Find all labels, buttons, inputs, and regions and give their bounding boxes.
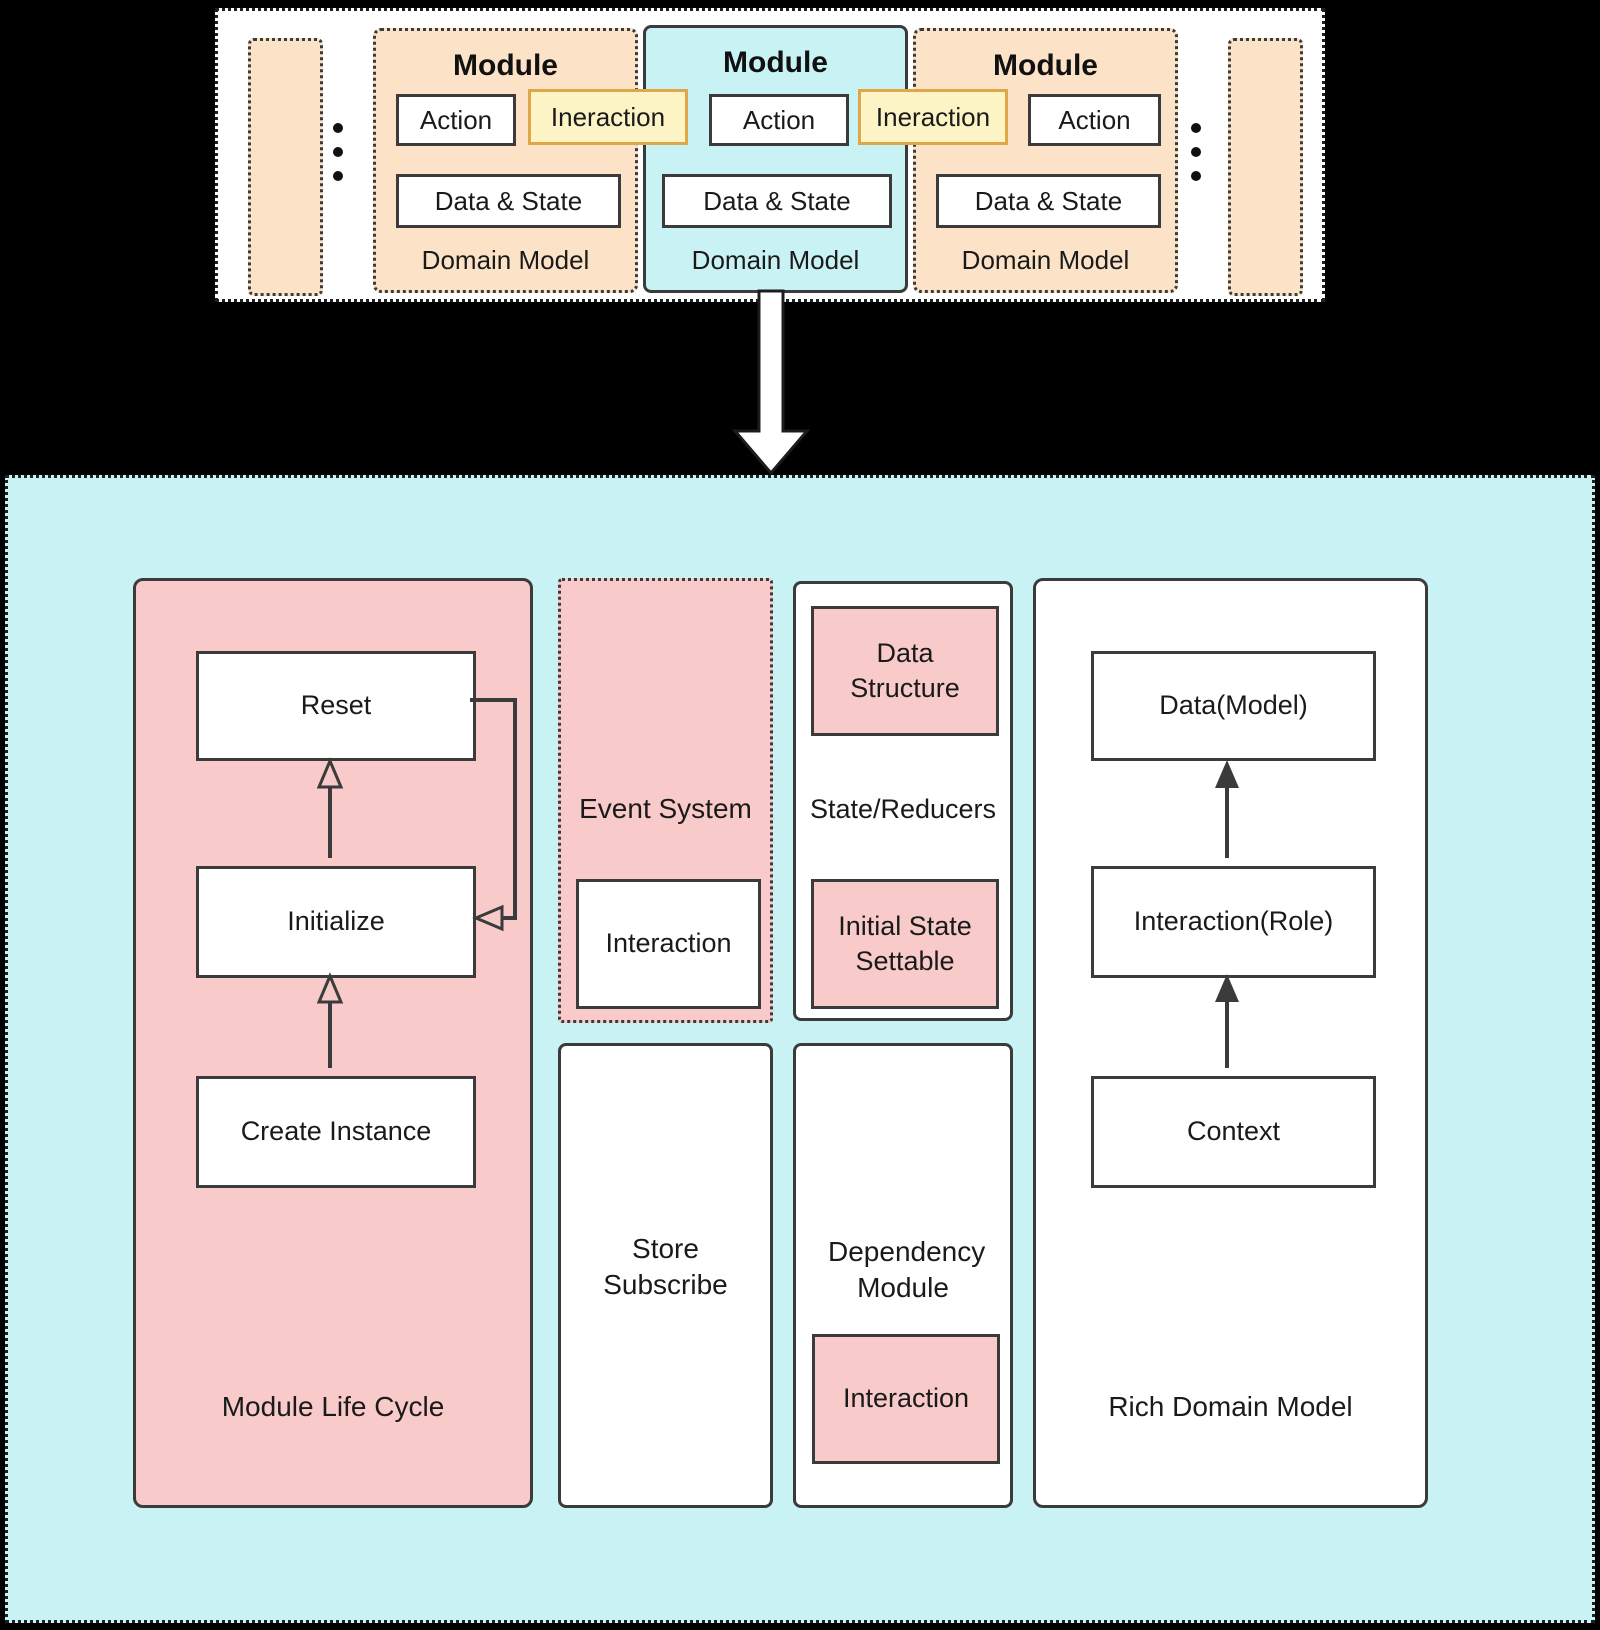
action-box: Action bbox=[396, 94, 516, 146]
modules-overview-panel: Module Action Data & State Domain Model … bbox=[215, 8, 1325, 302]
module-placeholder-left bbox=[248, 38, 323, 296]
action-box: Action bbox=[1028, 94, 1161, 146]
module-card-3: Module Action Data & State Domain Model bbox=[913, 28, 1178, 293]
dependency-interaction-node: Interaction bbox=[812, 1334, 1000, 1464]
data-structure-node: Data Structure bbox=[811, 606, 999, 736]
event-system-title: Event System bbox=[579, 793, 752, 824]
domain-model-label: Domain Model bbox=[421, 245, 590, 275]
action-box: Action bbox=[709, 94, 849, 146]
data-structure-label: Data Structure bbox=[850, 637, 960, 703]
module-title: Module bbox=[453, 49, 558, 82]
vertical-ellipsis-right-icon bbox=[1191, 123, 1201, 181]
dependency-module-label: Dependency Module bbox=[828, 1236, 986, 1304]
interaction-role-node: Interaction(Role) bbox=[1091, 866, 1376, 978]
state-reducers-title: State/Reducers bbox=[809, 794, 997, 824]
initial-state-node: Initial State Settable bbox=[811, 879, 999, 1009]
create-instance-node: Create Instance bbox=[196, 1076, 476, 1188]
module-detail-panel: Reset Initialize Create Instance Module … bbox=[5, 475, 1595, 1623]
rich-domain-model-section: Data(Model) Interaction(Role) Context Ri… bbox=[1033, 578, 1428, 1508]
store-subscribe-section: Store Subscribe bbox=[558, 1043, 773, 1508]
data-state-box: Data & State bbox=[936, 174, 1161, 228]
event-interaction-node: Interaction bbox=[576, 879, 761, 1009]
context-node: Context bbox=[1091, 1076, 1376, 1188]
event-system-section: Event System Interaction bbox=[558, 578, 773, 1023]
initialize-node: Initialize bbox=[196, 866, 476, 978]
store-subscribe-title: Store Subscribe bbox=[561, 1231, 770, 1304]
module-life-cycle-title: Module Life Cycle bbox=[221, 1390, 445, 1422]
interaction-chip-2: Ineraction bbox=[858, 89, 1008, 145]
module-card-2: Module Action Data & State Domain Model bbox=[643, 25, 908, 293]
vertical-ellipsis-left-icon bbox=[333, 123, 343, 181]
data-state-box: Data & State bbox=[396, 174, 621, 228]
rich-domain-model-title: Rich Domain Model bbox=[1108, 1390, 1353, 1422]
domain-model-label: Domain Model bbox=[691, 245, 860, 275]
data-model-node: Data(Model) bbox=[1091, 651, 1376, 761]
domain-model-label: Domain Model bbox=[961, 245, 1130, 275]
reset-node: Reset bbox=[196, 651, 476, 761]
initial-state-label: Initial State Settable bbox=[838, 910, 972, 976]
state-reducers-section: Data Structure State/Reducers Initial St… bbox=[793, 581, 1013, 1021]
dependency-module-title: Dependency Module bbox=[796, 1234, 1010, 1307]
module-title: Module bbox=[993, 49, 1098, 82]
data-state-box: Data & State bbox=[662, 174, 892, 228]
store-subscribe-label: Store Subscribe bbox=[603, 1233, 728, 1301]
down-arrow-icon bbox=[731, 289, 811, 476]
dependency-module-section: Dependency Module Interaction bbox=[793, 1043, 1013, 1508]
interaction-chip-1: Ineraction bbox=[528, 89, 688, 145]
module-title: Module bbox=[723, 46, 828, 79]
module-card-1: Module Action Data & State Domain Model bbox=[373, 28, 638, 293]
module-life-cycle-section: Reset Initialize Create Instance Module … bbox=[133, 578, 533, 1508]
module-placeholder-right bbox=[1228, 38, 1303, 296]
